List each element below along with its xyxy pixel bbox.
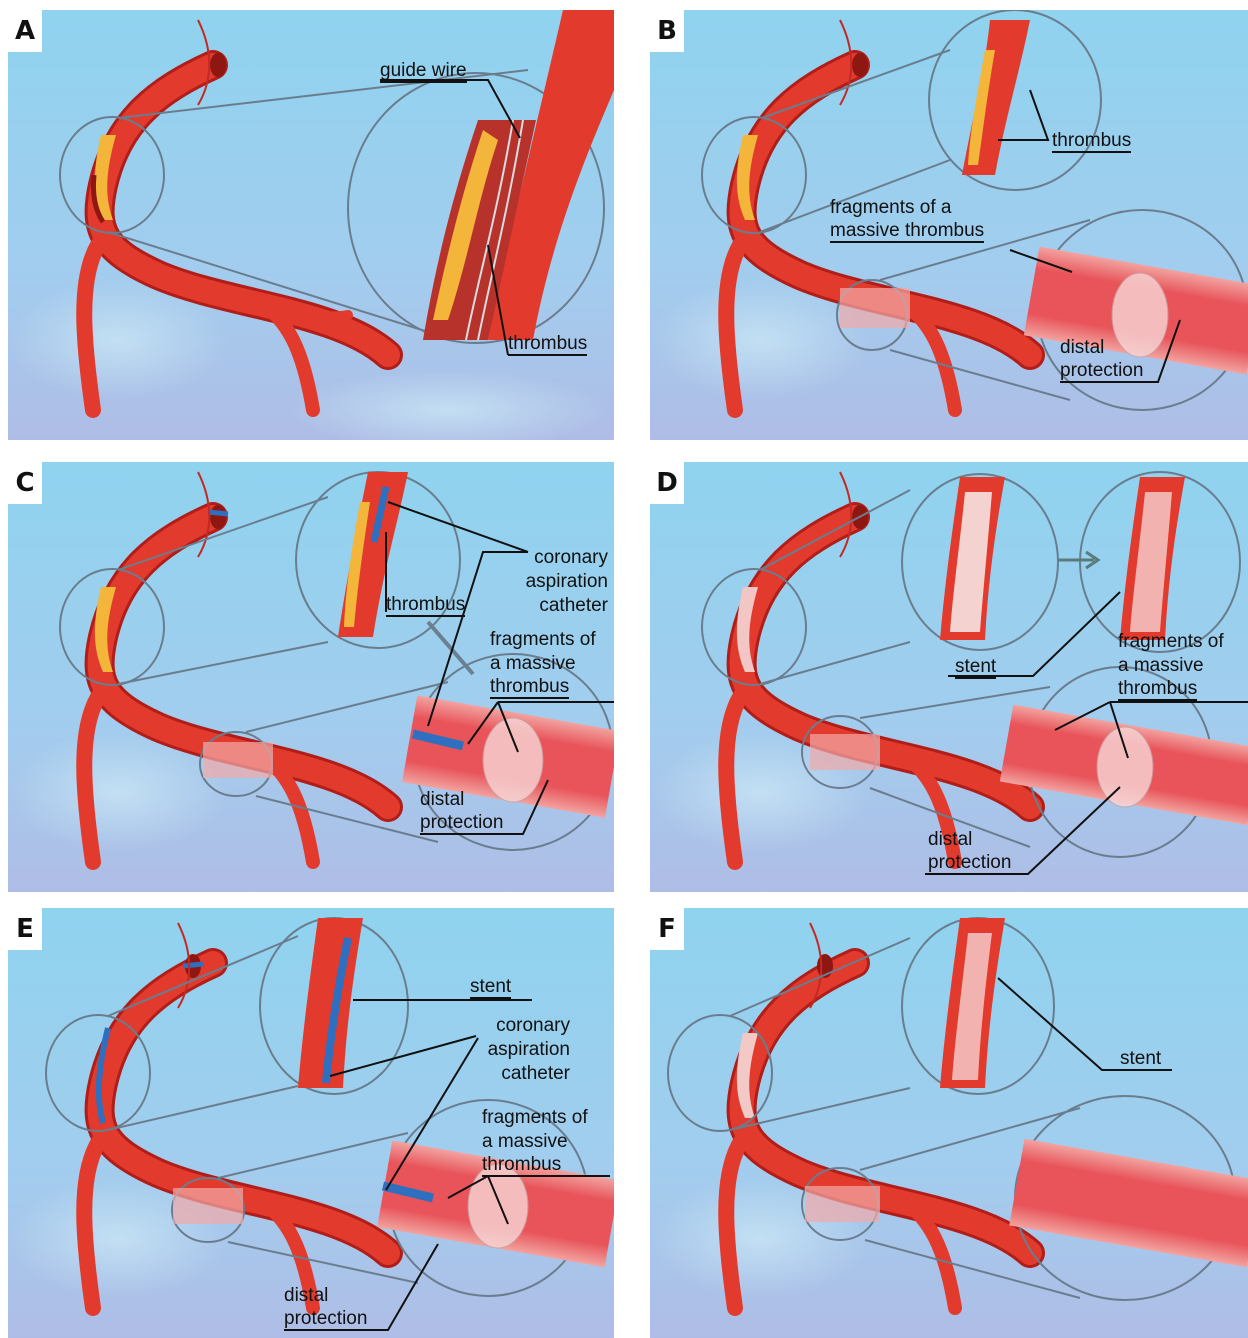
panel-a: A guide wire thrombus [8, 10, 614, 440]
distal-protection-line2: protection [1060, 360, 1143, 383]
panel-label: C [8, 462, 42, 504]
panel-c: C coronary aspiration catheter thrombus … [8, 462, 614, 892]
catheter-label-line3: catheter [496, 594, 608, 618]
catheter-label-line1: coronary [458, 1014, 570, 1038]
catheter-label-line2: aspiration [458, 1038, 570, 1062]
fragments-label-line3: thrombus [482, 1154, 561, 1177]
panel-e: E stent coronary aspiration catheter fra… [8, 908, 614, 1338]
aspiration-catheter-mark [208, 512, 228, 514]
distal-protection-line2: protection [284, 1308, 367, 1331]
catheter-label-line3: catheter [458, 1062, 570, 1086]
fragments-label-line1: fragments of [482, 1106, 588, 1130]
panel-f-illustration [650, 908, 1248, 1338]
fragments-label-line3: thrombus [1118, 678, 1197, 701]
panel-label: F [650, 908, 684, 950]
fragments-label-line2: a massive [490, 652, 576, 676]
panel-label: B [650, 10, 684, 52]
panel-label: A [8, 10, 42, 52]
thrombus-label: thrombus [1052, 130, 1131, 153]
panel-f: F stent [650, 908, 1248, 1338]
panel-b: B thrombus fragments of a massive thromb… [650, 10, 1248, 440]
distal-protection-line1: distal [284, 1284, 328, 1308]
stent-label: stent [955, 656, 996, 679]
fragments-label-line2: massive thrombus [830, 220, 984, 243]
fragments-label-line2: a massive [1118, 654, 1204, 678]
catheter-label-line1: coronary [496, 546, 608, 570]
fragments-label-line3: thrombus [490, 676, 569, 699]
fragments-label-line1: fragments of [1118, 630, 1224, 654]
fragments-label-line2: a massive [482, 1130, 568, 1154]
distal-protection-line1: distal [420, 788, 464, 812]
panel-label: D [650, 462, 684, 504]
thrombus-label: thrombus [386, 594, 465, 617]
distal-protection-line1: distal [928, 828, 972, 852]
fragments-label-line1: fragments of [490, 628, 596, 652]
thrombus-label: thrombus [508, 333, 587, 356]
panel-d: D stent fragments of a massive thrombus … [650, 462, 1248, 892]
panel-label: E [8, 908, 42, 950]
distal-protection-line2: protection [928, 852, 1011, 875]
catheter-label-line2: aspiration [496, 570, 608, 594]
guide-wire-label: guide wire [380, 60, 467, 83]
distal-protection-line2: protection [420, 812, 503, 835]
stent-label: stent [1120, 1048, 1161, 1071]
panel-a-illustration [8, 10, 614, 440]
fragments-label-line1: fragments of a [830, 196, 951, 220]
distal-protection-line1: distal [1060, 336, 1104, 360]
stent-label: stent [470, 976, 511, 999]
